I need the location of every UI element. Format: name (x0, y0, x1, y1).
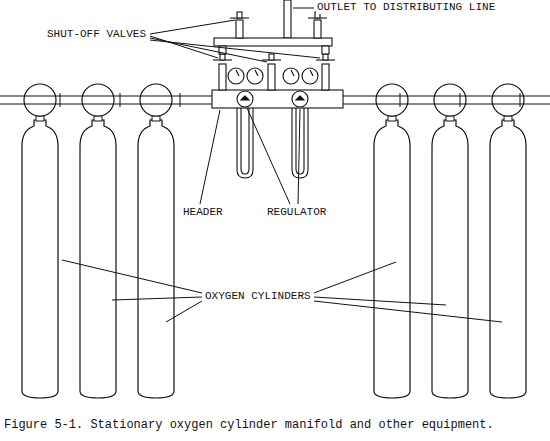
valves-and-regulators (213, 0, 335, 178)
callout-label: SHUT-OFF VALVES (46, 28, 147, 41)
callout-label: OUTLET TO DISTRIBUTING LINE (316, 1, 496, 14)
leader-lines (62, 8, 502, 322)
callout-label: OXYGEN CYLINDERS (204, 290, 312, 303)
figure-caption: Figure 5-1. Stationary oxygen cylinder m… (3, 418, 495, 432)
callout-label: REGULATOR (266, 206, 327, 219)
callout-label: HEADER (182, 206, 224, 219)
cylinders (22, 116, 526, 398)
